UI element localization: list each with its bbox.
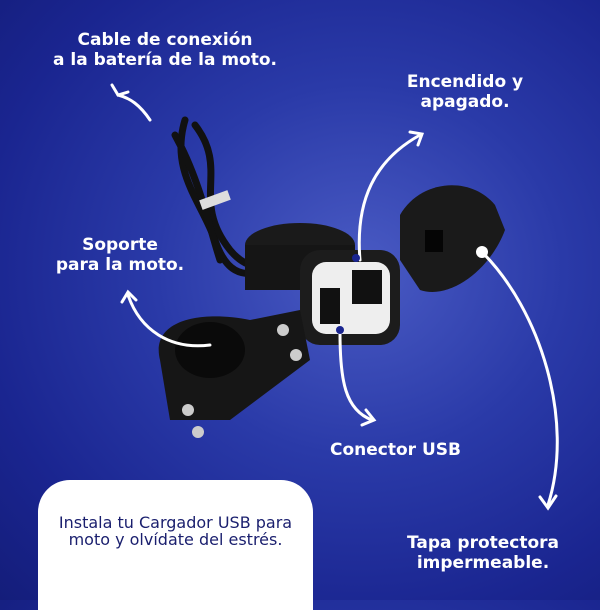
promo-text: Instala tu Cargador USB para moto y olví… [58,513,293,549]
cable-tie [199,190,231,210]
label-cable-line1: Cable de conexión [77,30,253,50]
label-power-line2: apagado. [420,92,510,112]
label-cable: Cable de conexión a la batería de la mot… [30,30,300,70]
label-cap-line2: impermeable. [416,553,550,573]
cap-marker-dot [476,246,488,258]
label-power-line1: Encendido y [406,72,524,92]
label-support: Soporte para la moto. [45,235,195,275]
usb-port [320,288,340,324]
power-switch [352,270,382,304]
label-support-line2: para la moto. [55,255,185,275]
label-support-line1: Soporte [82,235,158,255]
label-cable-line2: a la batería de la moto. [53,50,277,70]
label-cap: Tapa protectora impermeable. [388,533,578,573]
protective-cap [400,185,505,292]
pointer-arrows [110,83,559,511]
label-power: Encendido y apagado. [395,72,535,112]
label-usb: Conector USB [330,440,461,460]
switch-marker-dot [352,254,360,262]
charger-body [245,223,400,345]
mount-clamp [158,310,310,438]
label-cap-line1: Tapa protectora [406,533,560,553]
usb-marker-dot [336,326,344,334]
promo-box: Instala tu Cargador USB para moto y olví… [38,480,313,610]
